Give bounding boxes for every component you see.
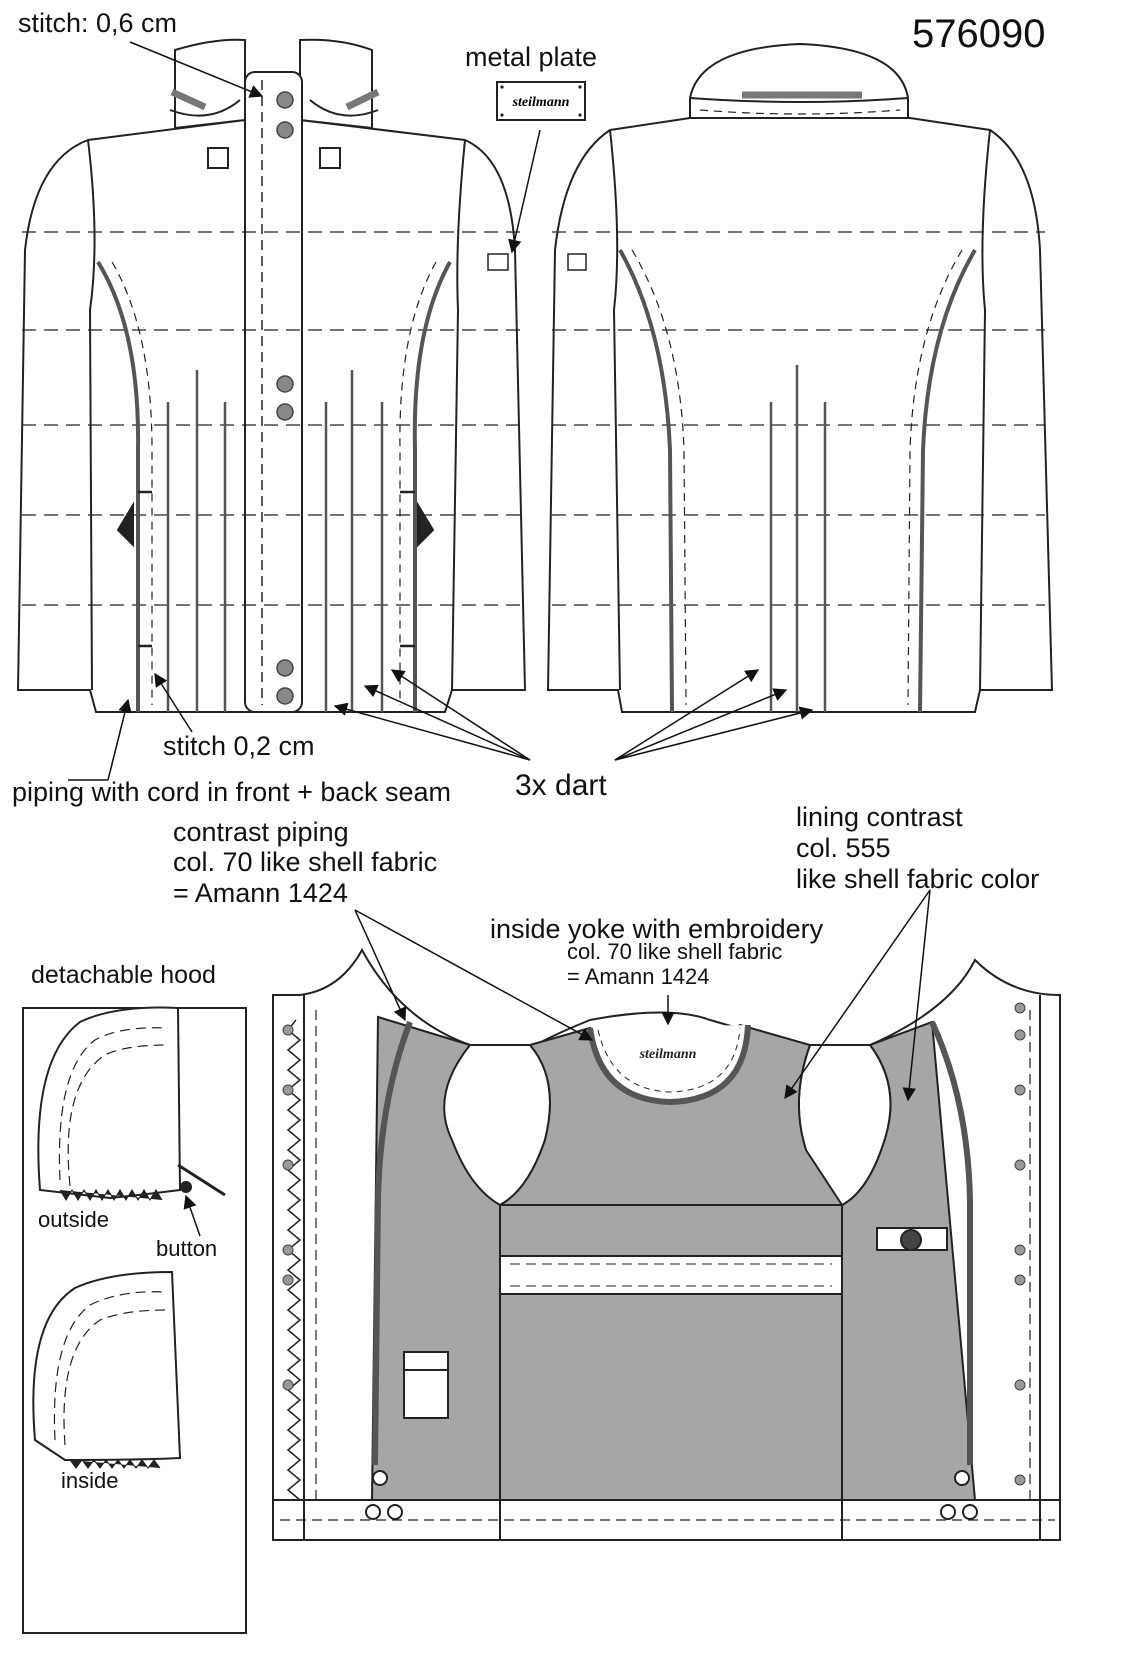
darts-label: 3x dart (515, 769, 607, 802)
lining-contrast-label-1: lining contrast (796, 802, 963, 832)
stitch-02-label: stitch 0,2 cm (163, 731, 315, 761)
contrast-piping-label-3: = Amann 1424 (173, 878, 348, 908)
lining-contrast-label-2: col. 555 (796, 833, 891, 863)
inside-yoke-sub-2: = Amann 1424 (567, 964, 710, 989)
front-jacket-view (16, 38, 527, 713)
detachable-hood-label: detachable hood (31, 961, 216, 989)
back-jacket-view (546, 42, 1054, 713)
inside-lining-view (272, 947, 1061, 1541)
piping-cord-label: piping with cord in front + back seam (12, 777, 451, 807)
lining-contrast-label-3: like shell fabric color (796, 864, 1040, 894)
snap-buttons (276, 91, 294, 705)
inside-yoke-label: inside yoke with embroidery (490, 914, 824, 944)
metal-plate-icon: steilmann (496, 81, 586, 121)
stitch-06-label: stitch: 0,6 cm (18, 8, 178, 38)
contrast-piping-label-1: contrast piping (173, 817, 349, 847)
hood-inside-drawing (32, 1270, 182, 1469)
hood-outside-drawing (37, 1006, 226, 1201)
inside-snaps (282, 1002, 1026, 1486)
inside-yoke-sub-1: col. 70 like shell fabric (567, 939, 783, 964)
brand-logo: steilmann (512, 95, 570, 110)
inside-label: inside (61, 1468, 119, 1493)
style-number: 576090 (912, 12, 1046, 56)
embroidery-logo: steilmann (639, 1047, 697, 1062)
contrast-piping-label-2: col. 70 like shell fabric (173, 847, 438, 877)
metal-plate-label: metal plate (465, 42, 598, 72)
button-label: button (156, 1236, 218, 1261)
outside-label: outside (38, 1207, 109, 1232)
